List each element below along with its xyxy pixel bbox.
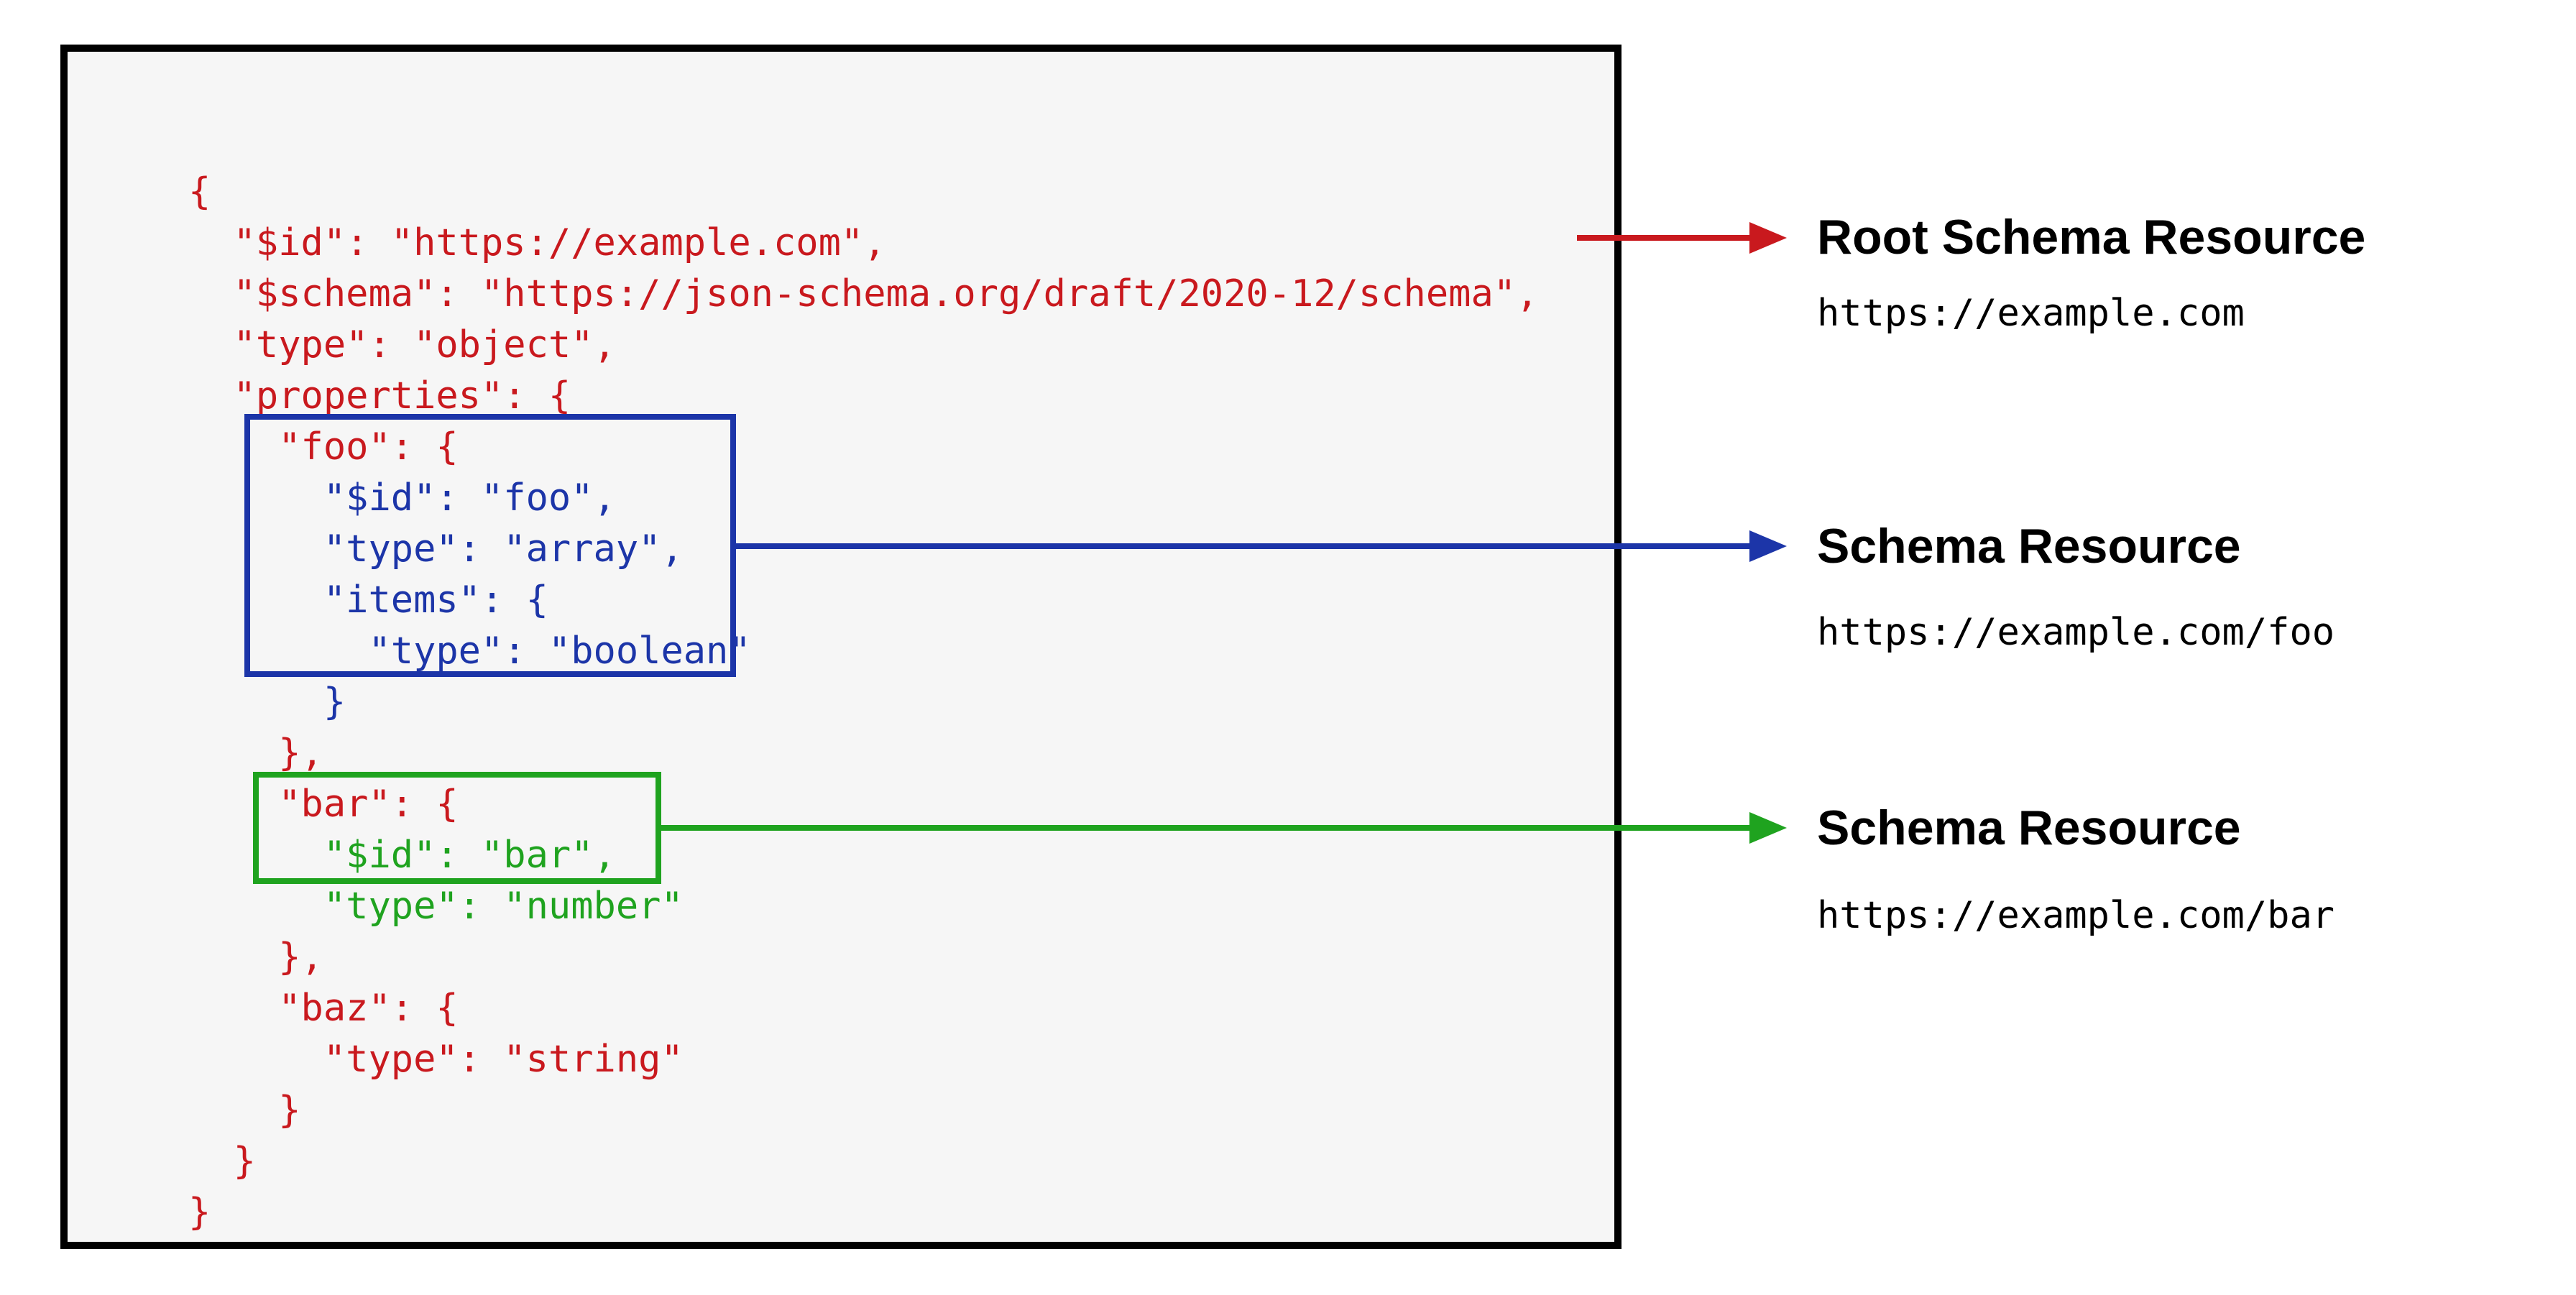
annotation-foo-title: Schema Resource (1817, 519, 2241, 573)
annotation-foo-url: https://example.com/foo (1817, 611, 2335, 654)
arrow-shaft (1577, 235, 1751, 241)
code-line: "type": "array", (188, 527, 684, 571)
code-line: }, (188, 936, 323, 979)
code-line: "type": "string" (188, 1038, 684, 1081)
annotation-bar-title: Schema Resource (1817, 801, 2241, 855)
code-line: "$id": "bar", (188, 834, 616, 877)
code-line: }, (188, 732, 323, 775)
code-line: } (188, 1089, 301, 1132)
annotation-root-url: https://example.com (1817, 292, 2245, 335)
arrow-head-icon (1749, 222, 1787, 254)
arrow-shaft (736, 543, 1751, 549)
code-line: "$id": "foo", (188, 476, 616, 520)
arrow-head-icon (1749, 812, 1787, 844)
code-line: "baz": { (188, 987, 459, 1030)
annotation-bar-url: https://example.com/bar (1817, 894, 2335, 937)
code-line: { (188, 170, 211, 213)
code-line: "$schema": "https://json-schema.org/draf… (188, 272, 1539, 315)
code-line: "type": "number" (188, 885, 684, 928)
code-line: } (188, 681, 346, 724)
bar-schema-resource-box (253, 772, 661, 884)
code-line: "bar": { (188, 783, 459, 826)
code-line: "type": "object", (188, 323, 616, 367)
code-line: "properties": { (188, 374, 571, 418)
code-line: "foo": { (188, 425, 459, 469)
annotation-root-title: Root Schema Resource (1817, 210, 2366, 264)
code-line: "type": "boolean" (188, 630, 751, 673)
code-line: "items": { (188, 579, 548, 622)
foo-schema-resource-box (244, 414, 736, 677)
code-line: } (188, 1140, 256, 1183)
arrow-head-icon (1749, 530, 1787, 562)
code-line: "$id": "https://example.com", (188, 221, 886, 264)
json-code-block: { "$id": "https://example.com", "$schema… (188, 167, 1538, 1238)
code-line: } (188, 1191, 211, 1234)
arrow-shaft (661, 825, 1751, 831)
root-schema-box: { "$id": "https://example.com", "$schema… (60, 45, 1622, 1249)
